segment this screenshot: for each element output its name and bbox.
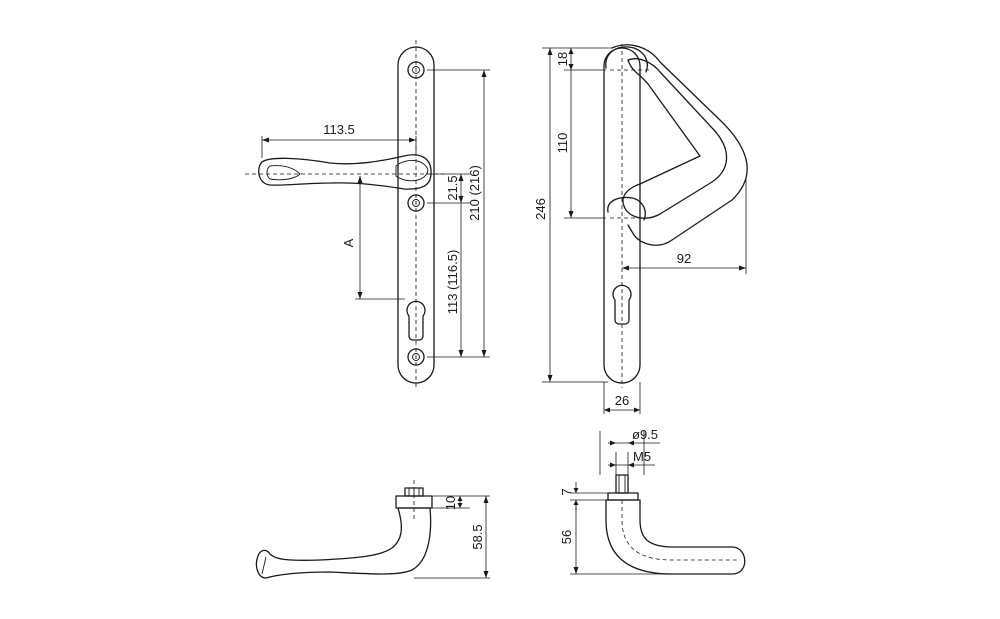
lever-arm xyxy=(258,154,432,190)
dim-boss-height: 10 xyxy=(443,496,458,510)
pull-side-view: ø9.5 M5 7 56 xyxy=(559,427,746,575)
lever-backplate xyxy=(397,46,435,384)
pull-rose xyxy=(607,492,639,501)
dim-handle-projection: 113.5 xyxy=(323,122,355,137)
dim-lever-depth: 58.5 xyxy=(470,524,485,549)
top-screw-hole-inner xyxy=(412,66,420,74)
pull-grip-top-cap xyxy=(605,46,649,73)
dim-grip-projection: 92 xyxy=(677,251,691,266)
dim-top-offset: 18 xyxy=(555,52,570,66)
lever-rose-outline xyxy=(395,160,429,182)
dim-spindle-offset: 21.5 xyxy=(445,175,460,200)
bottom-screw-hole-inner xyxy=(412,353,420,361)
cylinder-cutout xyxy=(406,300,426,341)
dim-centres: 113 (116.5) xyxy=(445,250,460,315)
dim-thread: M5 xyxy=(633,449,651,464)
dim-overall-length: 246 xyxy=(533,198,548,220)
lever-side-body xyxy=(255,507,432,579)
dim-spindle-diameter: ø9.5 xyxy=(632,427,658,442)
dim-lever-height: 56 xyxy=(559,530,574,544)
lever-handle-front-view: 113.5 A 21.5 113 (116.5) 210 (216) xyxy=(245,40,490,388)
dim-plate-length: 210 (216) xyxy=(467,165,482,221)
pull-grip-inner-slot xyxy=(622,58,728,219)
dim-grip-centres: 110 xyxy=(555,133,570,154)
dim-plate-width: 26 xyxy=(615,393,629,408)
pull-grip-lower-cap xyxy=(607,196,646,221)
lever-side-view: 10 58.5 xyxy=(255,480,490,579)
dim-rose-height: 7 xyxy=(559,488,574,495)
pull-cylinder-cutout xyxy=(612,284,632,325)
dim-a: A xyxy=(341,238,356,247)
pull-side-body xyxy=(605,499,746,575)
pull-handle-front-view: 246 18 110 92 26 xyxy=(533,44,748,414)
spindle-hole-inner xyxy=(412,199,420,207)
lever-arm-groove xyxy=(266,165,301,181)
pull-spindle xyxy=(615,474,629,494)
pull-grip-outer xyxy=(611,44,748,246)
